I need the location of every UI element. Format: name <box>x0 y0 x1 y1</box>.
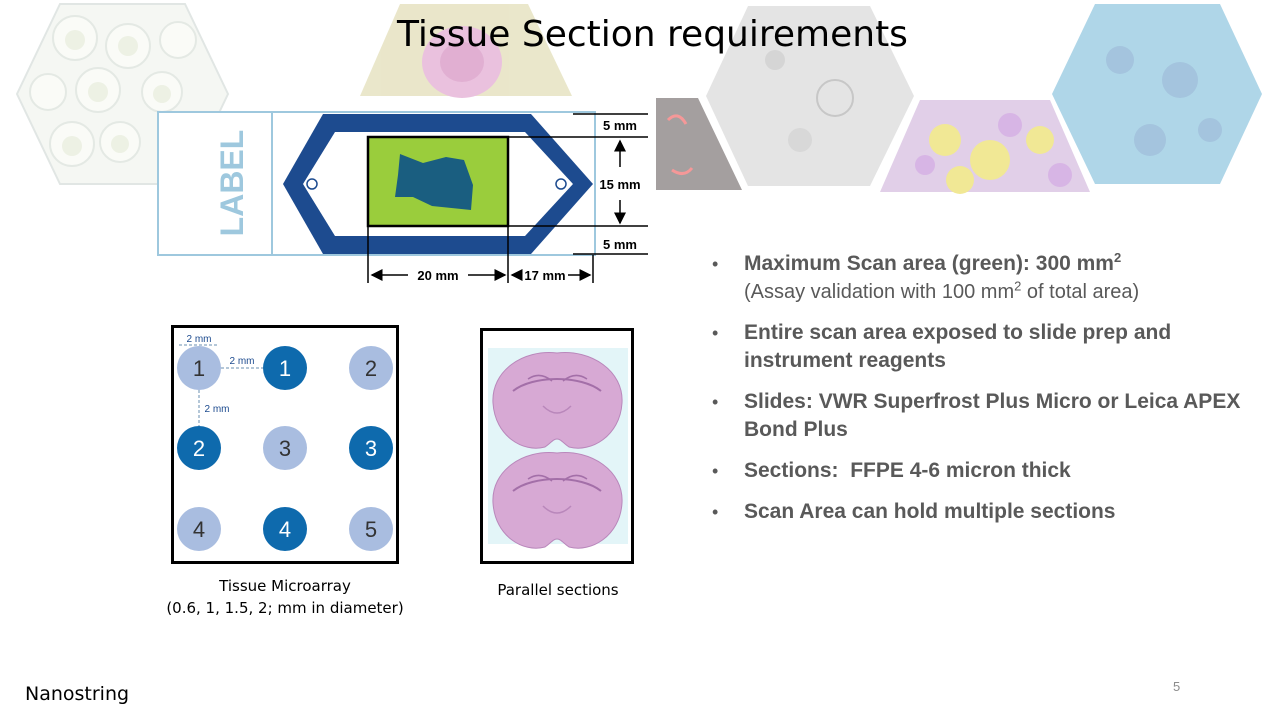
brain-section-top <box>492 352 623 449</box>
tma-caption: Tissue Microarray (0.6, 1, 1.5, 2; mm in… <box>150 575 420 619</box>
tma-spot <box>263 507 307 551</box>
tma-spot-label: 4 <box>279 517 291 542</box>
tma-spot <box>177 507 221 551</box>
background-hexagon-images <box>15 3 1262 194</box>
tma-spot <box>263 426 307 470</box>
requirement-item: Maximum Scan area (green): 300 mm2 (Assa… <box>712 250 1252 306</box>
tma-spot-label: 2 <box>365 356 377 381</box>
brain-sections-image <box>488 348 628 549</box>
footer-company: Nanostring <box>25 683 130 705</box>
requirement-subtext: (Assay validation with 100 mm2 of total … <box>744 278 1252 306</box>
tma-spot-label: 2 <box>193 436 205 461</box>
tissue-microarray-figure: 2 mm 2 mm 2 mm 1 1 2 2 3 3 4 4 5 <box>171 325 399 564</box>
dim-top-margin: 5 mm <box>603 118 637 133</box>
requirement-text: Maximum Scan area (green): 300 mm <box>744 252 1114 275</box>
tissue-section-shape <box>395 154 473 210</box>
parallel-sections-caption: Parallel sections <box>497 581 619 599</box>
tma-spot <box>349 346 393 390</box>
subtext-end: of total area) <box>1021 281 1140 303</box>
tma-spot-label: 1 <box>279 356 291 381</box>
superscript: 2 <box>1113 250 1122 265</box>
slide-label-text: LABEL <box>214 130 250 237</box>
tma-spacing-label-middle: 2 mm <box>230 356 255 367</box>
tma-spacing-label-top: 2 mm <box>187 334 212 345</box>
tma-spot <box>349 426 393 470</box>
tma-spot-label: 3 <box>279 436 291 461</box>
dim-width: 20 mm <box>417 268 458 283</box>
requirements-list: Maximum Scan area (green): 300 mm2 (Assa… <box>712 250 1252 539</box>
slide-hole-right <box>555 178 567 190</box>
requirement-text: Sections: FFPE 4-6 micron thick <box>744 459 1071 482</box>
tma-spot-label: 4 <box>193 517 205 542</box>
tma-spot <box>177 346 221 390</box>
requirement-text: Entire scan area exposed to slide prep a… <box>744 321 1172 372</box>
slide-dimension-diagram: LABEL 5 mm 15 mm 5 mm 20 mm 17 mm <box>157 111 648 283</box>
tma-spot <box>349 507 393 551</box>
dim-height: 15 mm <box>599 177 640 192</box>
brain-section-bottom <box>492 452 623 549</box>
tma-caption-line1: Tissue Microarray <box>219 577 351 595</box>
slide-hole-left <box>306 178 318 190</box>
dim-bottom-margin: 5 mm <box>603 237 637 252</box>
slide-title: Tissue Section requirements <box>397 14 908 55</box>
page-number: 5 <box>1173 679 1181 694</box>
dim-side: 17 mm <box>524 268 565 283</box>
tma-spots-diagram: 2 mm 2 mm 2 mm 1 1 2 2 3 3 4 4 5 <box>177 334 393 551</box>
requirement-item: Slides: VWR Superfrost Plus Micro or Lei… <box>712 388 1252 444</box>
requirement-text: Slides: VWR Superfrost Plus Micro or Lei… <box>744 390 1241 441</box>
tma-spacing-label-vertical: 2 mm <box>205 404 230 415</box>
tma-spot-label: 1 <box>193 356 205 381</box>
parallel-sections-figure <box>480 328 634 564</box>
tma-spot-label: 5 <box>365 517 377 542</box>
requirement-text: Scan Area can hold multiple sections <box>744 500 1116 523</box>
superscript: 2 <box>1014 278 1022 294</box>
requirement-item: Sections: FFPE 4-6 micron thick <box>712 457 1252 485</box>
tma-spot-label: 3 <box>365 436 377 461</box>
tma-spot <box>177 426 221 470</box>
tma-caption-line2: (0.6, 1, 1.5, 2; mm in diameter) <box>166 599 404 617</box>
requirement-item: Scan Area can hold multiple sections <box>712 498 1252 526</box>
tma-spot <box>263 346 307 390</box>
requirement-item: Entire scan area exposed to slide prep a… <box>712 319 1252 375</box>
subtext-start: (Assay validation with 100 mm <box>744 281 1015 303</box>
